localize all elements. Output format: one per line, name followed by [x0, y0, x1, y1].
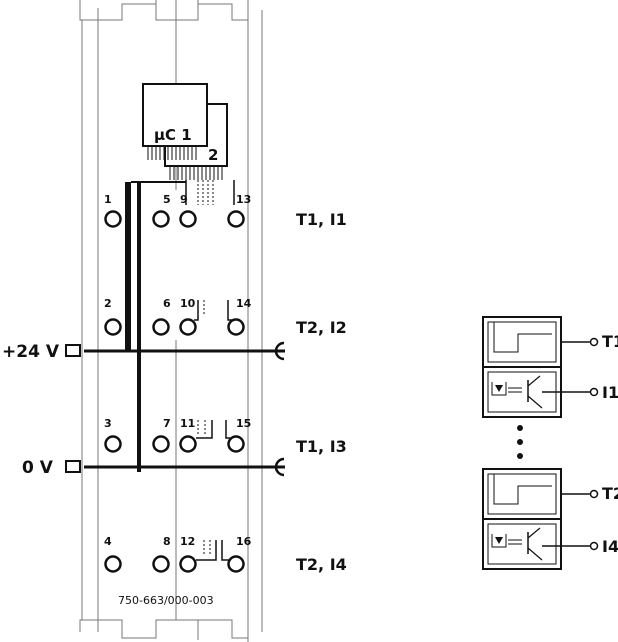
- terminal-number: 10: [180, 297, 196, 310]
- phototransistor-icon: [527, 375, 543, 409]
- terminal-number: 3: [104, 417, 112, 430]
- i4-input-terminal-icon: [589, 541, 599, 551]
- chip2-label: 2: [208, 146, 218, 164]
- terminal-number: 15: [236, 417, 251, 430]
- zero-volt-connector-icon: [65, 460, 81, 473]
- t1-output-terminal-icon: [589, 337, 599, 347]
- terminal-2: [104, 318, 122, 336]
- terminal-7: [152, 435, 170, 453]
- t2-output-terminal-icon: [589, 489, 599, 499]
- chip-label: µC 1: [154, 126, 192, 144]
- schematic-i1-label: I1: [602, 383, 618, 402]
- terminal-5: [152, 210, 170, 228]
- plus24-connector-icon: [65, 344, 81, 357]
- terminal-number: 12: [180, 535, 195, 548]
- terminal-4: [104, 555, 122, 573]
- terminal-number: 1: [104, 193, 112, 206]
- terminal-14: [227, 318, 245, 336]
- terminal-11: [179, 435, 197, 453]
- phototransistor-icon: [527, 527, 543, 561]
- equivalent-schematic: T1 I1 T2 I4: [482, 316, 618, 570]
- terminal-number: 2: [104, 297, 112, 310]
- power-rails: [65, 181, 285, 477]
- terminal-8: [152, 555, 170, 573]
- ellipsis-dot: [517, 425, 523, 431]
- ellipsis-dot: [517, 453, 523, 459]
- terminal-circles: [104, 210, 245, 573]
- terminal-number: 4: [104, 535, 112, 548]
- plus24-jumper-icon: [274, 341, 285, 361]
- schematic-i4-label: I4: [602, 537, 618, 556]
- part-number: 750-663/000-003: [118, 594, 214, 607]
- row-label-2: T2, I2: [296, 318, 347, 337]
- row-label-3: T1, I3: [296, 437, 347, 456]
- terminal-number: 8: [163, 535, 171, 548]
- supply-plus-label: +24 V: [2, 342, 60, 362]
- terminal-number: 13: [236, 193, 251, 206]
- i1-input-terminal-icon: [589, 387, 599, 397]
- schematic-t1-label: T1: [602, 332, 618, 351]
- terminal-13: [227, 210, 245, 228]
- terminal-1: [104, 210, 122, 228]
- terminal-3: [104, 435, 122, 453]
- terminal-12: [179, 555, 197, 573]
- terminal-number: 9: [180, 193, 188, 206]
- microcontroller-chip: µC 1 2: [142, 83, 228, 180]
- ellipsis-dot: [517, 439, 523, 445]
- signal-lines: [185, 180, 235, 561]
- optocoupler-led-icon: [495, 537, 503, 544]
- terminal-16: [227, 555, 245, 573]
- row-label-1: T1, I1: [296, 210, 347, 229]
- terminal-9: [179, 210, 197, 228]
- supply-zero-label: 0 V: [22, 458, 54, 478]
- schematic-t2-label: T2: [602, 484, 618, 503]
- terminal-number: 5: [163, 193, 171, 206]
- terminal-number: 7: [163, 417, 171, 430]
- terminal-number: 14: [236, 297, 252, 310]
- optocoupler-led-icon: [495, 385, 503, 392]
- terminal-10: [179, 318, 197, 336]
- row-label-4: T2, I4: [296, 555, 347, 574]
- terminal-number: 16: [236, 535, 252, 548]
- zero-volt-jumper-icon: [274, 457, 285, 477]
- terminal-6: [152, 318, 170, 336]
- terminal-number: 11: [180, 417, 195, 430]
- terminal-number: 6: [163, 297, 171, 310]
- terminal-numbers: 1 5 9 13 2 6 10 14 3 7 11 15 4 8 12 16: [104, 193, 252, 548]
- terminal-15: [227, 435, 245, 453]
